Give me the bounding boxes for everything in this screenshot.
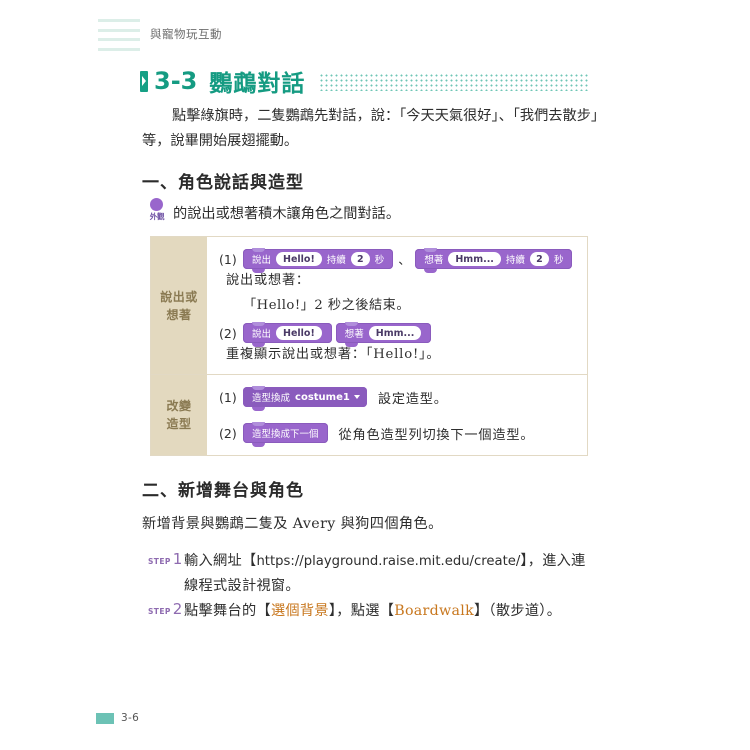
header-rule-lines [98,17,140,51]
step-number: 2 [172,600,183,618]
table-row: 改變 造型 (1) 造型換成 costume1 設定造型。 (2) [151,374,587,455]
table-row-body: (1) 說出 Hello! 持續 2 秒 、 想著 Hmm... 持續 2 [207,237,587,374]
table-row-label-line2: 想著 [166,307,192,322]
step-item: STEP 2 點擊舞台的【選個背景】，點選【Boardwalk】（散步道）。 [148,599,600,624]
page-number: 3-6 [121,712,140,724]
step-prefix: 點擊舞台的【 [184,603,271,619]
block-word-for: 持續 [326,255,346,266]
play-triangle-icon [140,70,148,92]
page-footer: 3-6 [96,712,139,724]
section-name: 鸚鵡對話 [209,71,306,97]
block-dropdown-costume[interactable]: costume1 [295,391,350,403]
table-row-body: (1) 造型換成 costume1 設定造型。 (2) 造型換成下一個 從角色造… [207,375,587,455]
block-input-message[interactable]: Hello! [276,252,322,266]
step-text: 點擊舞台的【選個背景】，點選【Boardwalk】（散步道）。 [184,599,600,624]
footer-square-marker [96,712,114,724]
block-separator: 、 [398,252,411,267]
think-block[interactable]: 想著 Hmm... [335,322,432,347]
block-input-message[interactable]: Hello! [276,326,322,340]
item-trailing-text: 重複顯示說出或想著：「Hello!」。 [226,347,441,362]
step-item: STEP 1 輸入網址【https://playground.raise.mit… [148,549,600,599]
intro-text: 點擊綠旗時，二隻鸚鵡先對話，說：「今天天氣很好」、「我們去散步」等，說畢開始展翅… [142,108,598,149]
block-word-seconds: 秒 [553,255,564,266]
appearance-category-label: 外觀 [149,212,165,221]
item-number: (2) [219,325,237,341]
header-rule-line [98,38,140,42]
item-number: (1) [219,389,237,405]
table-row-label-line1: 改變 [166,399,192,413]
block-input-seconds[interactable]: 2 [529,252,549,266]
step-suffix: 】（散步道）。 [473,603,562,619]
table-row-label-line2: 造型 [166,417,192,431]
item-trailing-text: 從角色造型列切換下一個造型。 [338,427,535,443]
table-item: (1) 造型換成 costume1 設定造型。 [219,386,577,411]
block-word-next-costume: 造型換成下一個 [252,429,319,440]
step-suffix: 】，進入連線程式設計視窗。 [184,553,586,594]
step-number: 1 [172,550,183,568]
chevron-down-icon[interactable] [353,395,360,399]
say-for-seconds-block[interactable]: 說出 Hello! 持續 2 秒 [243,248,394,273]
block-input-message[interactable]: Hmm... [368,326,422,340]
block-word-think: 想著 [344,329,364,340]
table-item: (2) 造型換成下一個 從角色造型列切換下一個造型。 [219,422,577,447]
item-trailing-text: 說出或想著： [226,273,310,288]
dotted-decoration [319,73,590,91]
running-header-title: 與寵物玩互動 [150,27,222,41]
block-word-say: 說出 [252,255,272,266]
item-number: (2) [219,425,237,441]
appearance-category-icon: 外觀 [144,198,170,224]
header-rule-line [98,28,140,32]
block-word-seconds: 秒 [374,255,385,266]
step-badge: STEP 2 [148,600,184,618]
running-header: 與寵物玩互動 [98,14,598,54]
block-word-for: 持續 [505,255,525,266]
section-two-paragraph: 新增背景與鸚鵡二隻及 Avery 與狗四個角色。 [142,516,443,532]
table-item: (1) 說出 Hello! 持續 2 秒 、 想著 Hmm... 持續 2 [219,248,577,288]
step-word: STEP [148,607,171,616]
purple-circle-icon [150,198,163,211]
block-reference-table: 說出或 想著 (1) 說出 Hello! 持續 2 秒 、 想著 [150,236,588,456]
step-word: STEP [148,557,171,566]
step-badge: STEP 1 [148,550,184,568]
think-for-seconds-block[interactable]: 想著 Hmm... 持續 2 秒 [415,248,573,273]
next-costume-block[interactable]: 造型換成下一個 [243,422,328,447]
step-url[interactable]: https://playground.raise.mit.edu/create/ [256,554,521,569]
header-rule-line [98,47,140,51]
appearance-category-line: 外觀 的說出或想著積木讓角色之間對話。 [144,198,584,224]
table-item: (2) 說出 Hello! 想著 Hmm... 重複顯示說出或想著：「Hello… [219,322,577,362]
block-word-switch-costume: 造型換成 [252,393,291,404]
section-title: 3-3 鸚鵡對話 [140,66,590,97]
block-input-message[interactable]: Hmm... [448,252,501,266]
switch-costume-block[interactable]: 造型換成 costume1 [243,386,367,411]
heading-section-two: 二、新增舞台與角色 [142,481,304,501]
table-row-label-line1: 說出或 [160,289,198,304]
intro-paragraph: 點擊綠旗時，二隻鸚鵡先對話，說：「今天天氣很好」、「我們去散步」等，說畢開始展翅… [142,104,598,154]
step-text: 輸入網址【https://playground.raise.mit.edu/cr… [184,549,600,599]
header-rule-line [98,19,140,22]
step-highlight-choose-backdrop[interactable]: 選個背景 [270,603,329,619]
block-input-seconds[interactable]: 2 [350,252,370,266]
step-middle: 】，點選【 [328,603,395,619]
heading-section-one: 一、角色說話與造型 [142,173,304,193]
item-continuation-text: 「Hello!」2 秒之後結束。 [243,298,411,313]
step-highlight-boardwalk[interactable]: Boardwalk [394,603,474,619]
table-row-label: 改變 造型 [151,375,207,455]
section-number: 3-3 [154,67,198,95]
appearance-description: 的說出或想著積木讓角色之間對話。 [173,206,401,222]
block-word-think: 想著 [424,255,444,266]
item-trailing-text: 設定造型。 [377,391,448,407]
block-word-say: 說出 [252,329,272,340]
say-block[interactable]: 說出 Hello! [243,322,332,347]
item-number: (1) [219,251,237,267]
table-row-label: 說出或 想著 [151,237,207,374]
table-row: 說出或 想著 (1) 說出 Hello! 持續 2 秒 、 想著 [151,237,587,374]
step-prefix: 輸入網址【 [184,553,257,569]
